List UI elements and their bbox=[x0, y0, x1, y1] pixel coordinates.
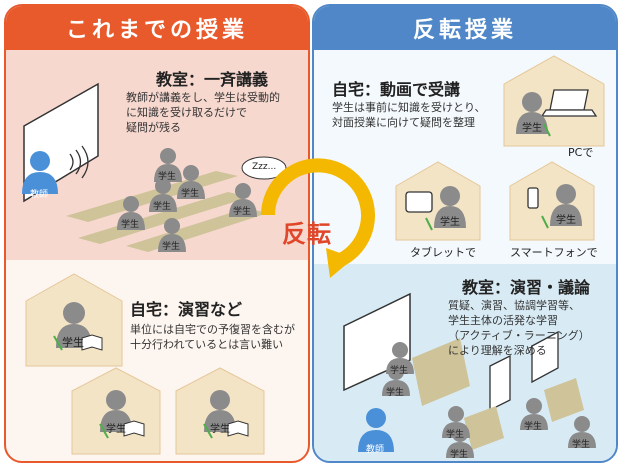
left-classroom-desc-1: 教師が講義をし、学生は受動的 bbox=[126, 91, 280, 104]
desk-icon bbox=[464, 406, 504, 450]
right-classroom-desc-3: （アクティブ・ラーニング） bbox=[448, 329, 590, 342]
pencil-icon bbox=[425, 123, 551, 231]
right-classroom-title: 教室：演習・議論 bbox=[462, 278, 591, 297]
student-label: 学生 bbox=[162, 242, 181, 252]
right-home-title: 自宅：動画で受講 bbox=[332, 80, 461, 99]
smartphone-icon bbox=[527, 187, 539, 209]
student-label: 学生 bbox=[386, 388, 405, 398]
left-home-title: 自宅：演習など bbox=[130, 300, 243, 319]
student-label: 学生 bbox=[440, 217, 460, 228]
right-illustration bbox=[343, 55, 605, 458]
tablet-icon bbox=[405, 191, 433, 213]
right-classroom-desc-2: 学生主体の活発な学習 bbox=[448, 314, 558, 327]
left-classroom-desc-3: 疑問が残る bbox=[126, 121, 181, 134]
right-header: 反転授業 bbox=[314, 6, 616, 50]
teacher-label: 教師 bbox=[30, 190, 49, 200]
student-label: 学生 bbox=[121, 220, 140, 230]
left-home-desc-1: 単位には自宅での予復習を含むが bbox=[130, 323, 295, 336]
student-label: 学生 bbox=[62, 336, 84, 349]
right-panel: 反転授業 bbox=[312, 4, 618, 463]
student-label: 学生 bbox=[106, 424, 126, 435]
right-classroom-desc-4: により理解を深める bbox=[448, 344, 547, 357]
teacher-figure bbox=[22, 151, 58, 194]
student-label: 学生 bbox=[556, 215, 576, 226]
sound-wave-icon bbox=[69, 145, 89, 179]
whiteboard-icon bbox=[531, 330, 559, 384]
smartphone-label: スマートフォンで bbox=[510, 246, 598, 259]
whiteboard-icon bbox=[23, 82, 99, 203]
right-home-desc-2: 対面授業に向けて疑問を整理 bbox=[332, 116, 475, 129]
student-label: 学生 bbox=[572, 440, 591, 450]
student-label: 学生 bbox=[233, 207, 252, 217]
student-label: 学生 bbox=[524, 422, 543, 432]
student-label: 学生 bbox=[446, 430, 465, 440]
book-icon bbox=[81, 334, 249, 437]
student-label: 学生 bbox=[450, 450, 469, 460]
left-panel: これまでの授業 bbox=[4, 4, 310, 463]
right-home-desc-1: 学生は事前に知識を受けとり、 bbox=[332, 101, 486, 114]
desk-icon bbox=[78, 192, 250, 244]
tablet-label: タブレットで bbox=[410, 246, 476, 259]
student-label: 学生 bbox=[390, 366, 409, 376]
student-label: 学生 bbox=[522, 123, 542, 134]
right-classroom-desc-1: 質疑、演習、協調学習等、 bbox=[448, 299, 580, 312]
teacher-figure bbox=[358, 408, 394, 452]
left-header: これまでの授業 bbox=[6, 6, 308, 50]
teacher-label: 教師 bbox=[366, 445, 385, 455]
left-classroom-desc-2: に知識を受け取るだけで bbox=[126, 106, 247, 119]
classroom-students bbox=[382, 342, 596, 458]
left-classroom-title: 教室：一斉講義 bbox=[156, 70, 269, 89]
left-illustration bbox=[22, 82, 287, 455]
student-label: 学生 bbox=[181, 189, 200, 199]
pc-label: PCで bbox=[568, 146, 594, 159]
zzz-label: Zzz... bbox=[252, 162, 277, 172]
student-label: 学生 bbox=[153, 202, 172, 212]
pencil-icon bbox=[53, 335, 213, 439]
desk-icon bbox=[66, 171, 238, 222]
left-home-desc-2: 十分行われているとは言い難い bbox=[130, 338, 284, 351]
student-label: 学生 bbox=[158, 172, 177, 182]
desk-icon bbox=[544, 378, 584, 422]
student-label: 学生 bbox=[210, 424, 230, 435]
home-students bbox=[434, 92, 582, 228]
laptop-icon bbox=[540, 89, 598, 117]
students-group bbox=[117, 148, 257, 252]
flip-label: 反転 bbox=[282, 220, 332, 248]
whiteboard-icon bbox=[489, 354, 511, 412]
desk-icon bbox=[412, 338, 470, 406]
